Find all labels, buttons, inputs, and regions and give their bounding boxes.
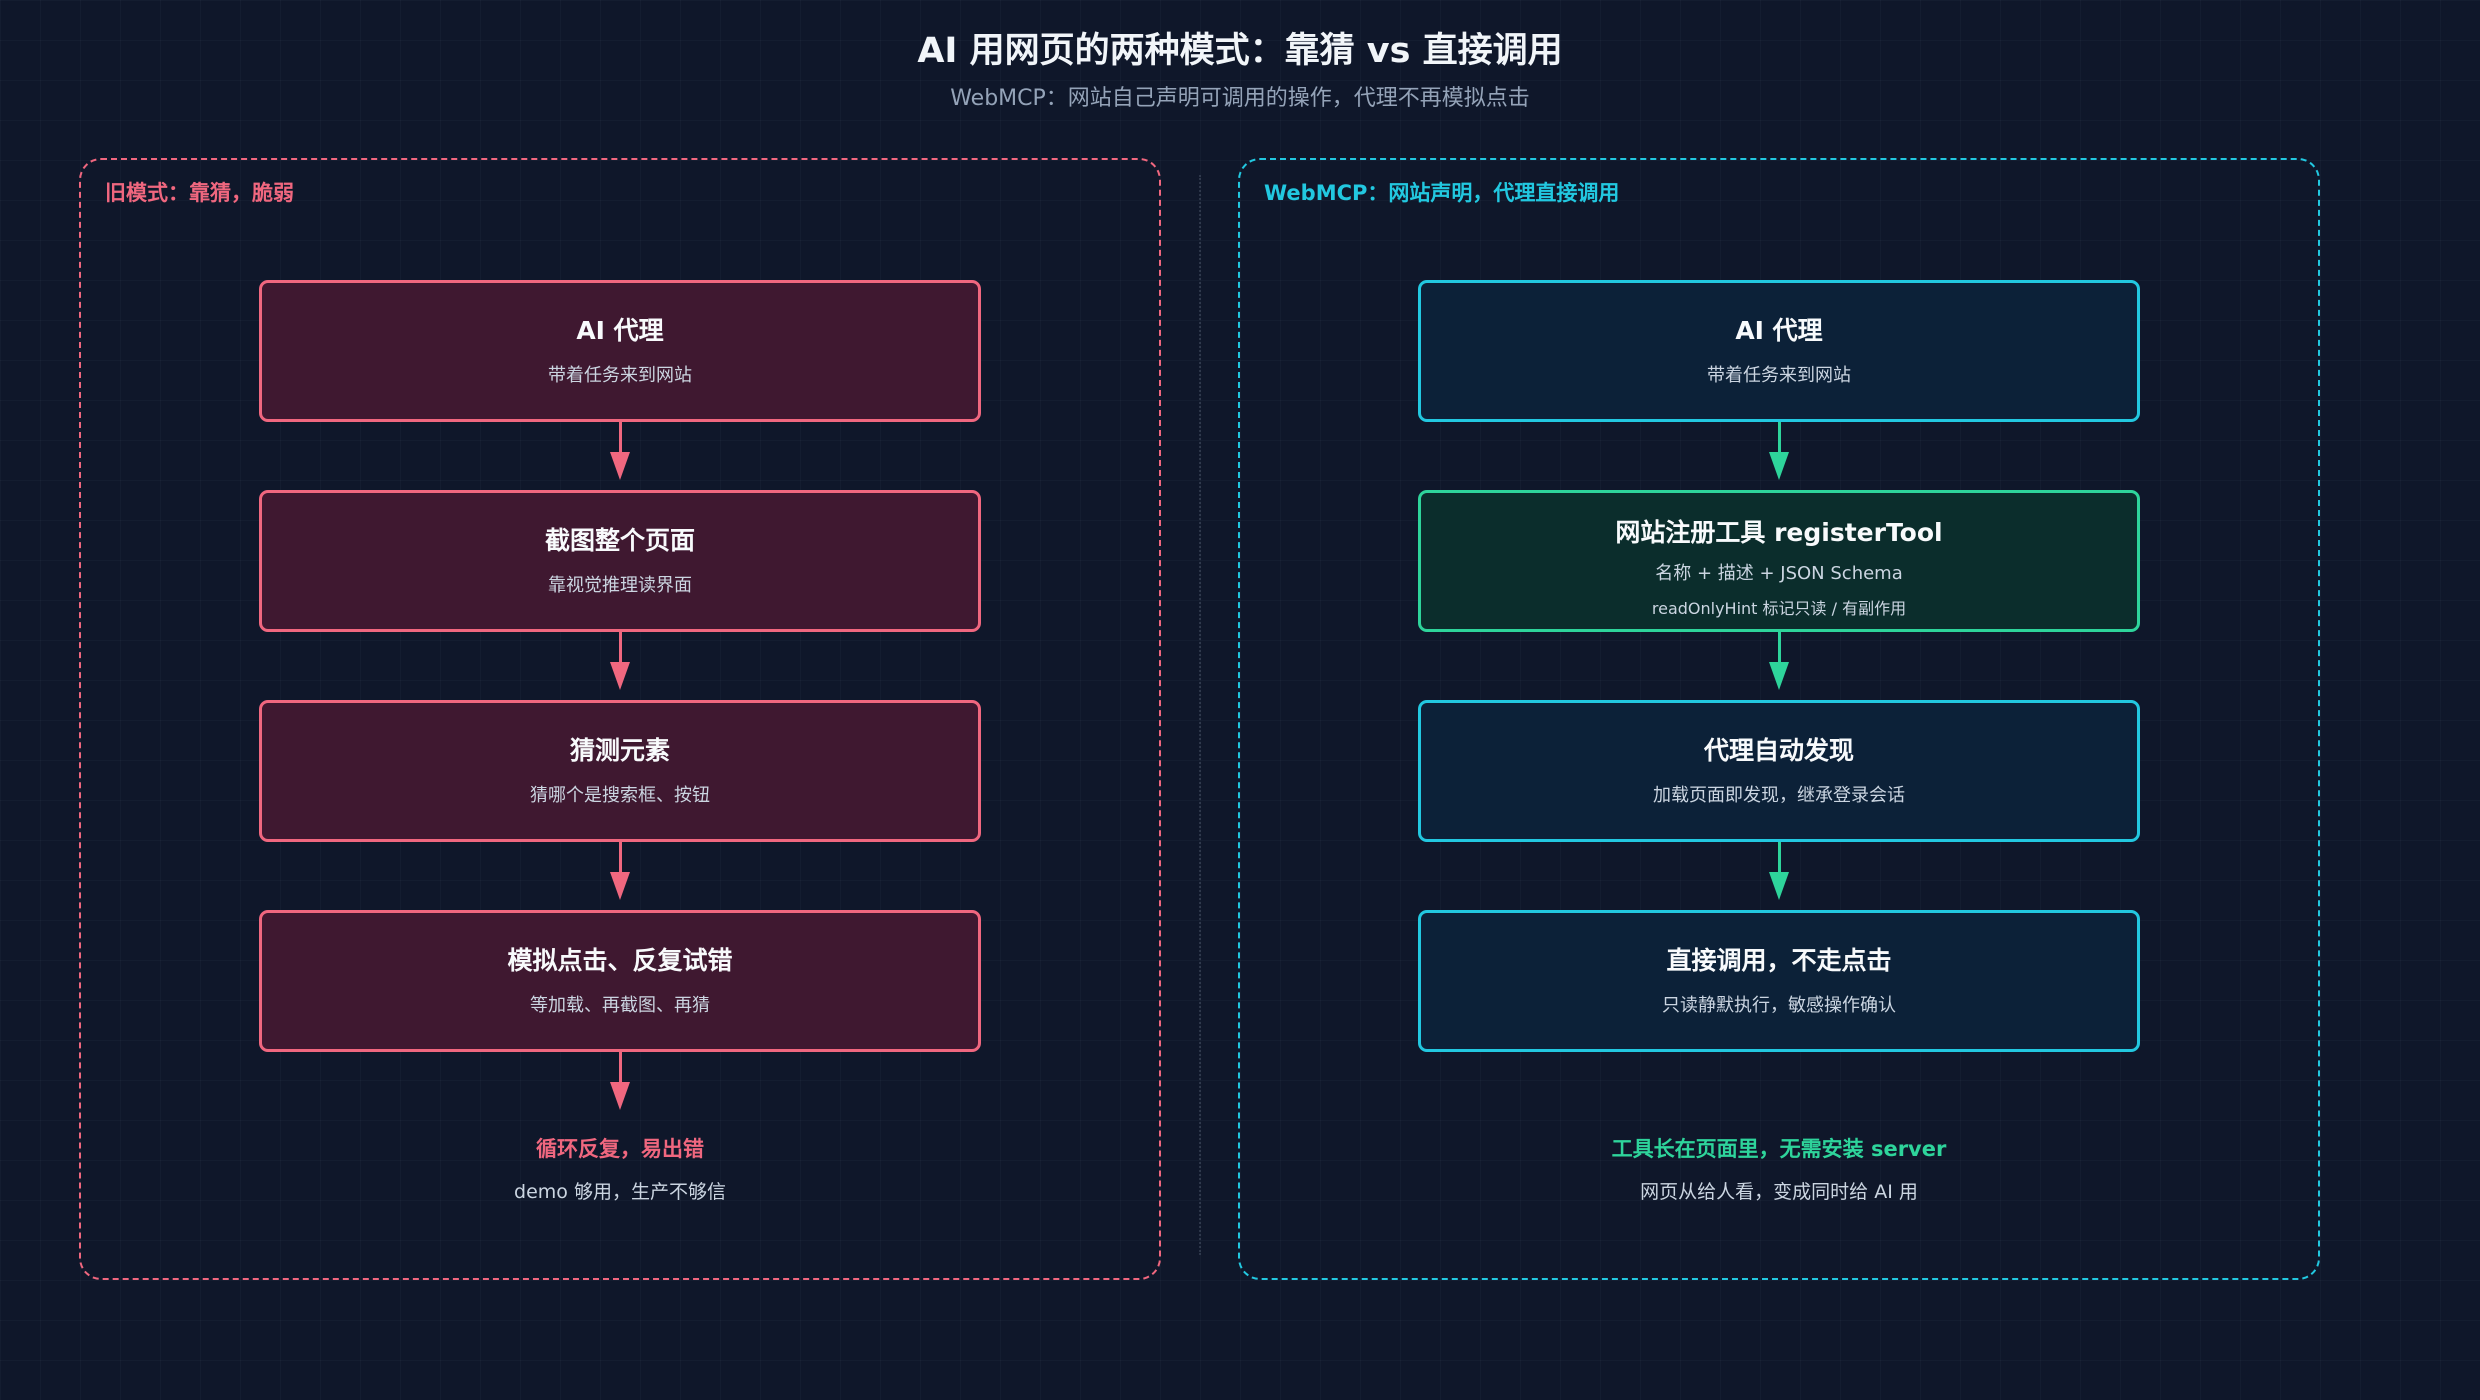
new-step-direct-call: 直接调用，不走点击 只读静默执行，敏感操作确认	[1418, 910, 2140, 1052]
new-step-ai-agent: AI 代理 带着任务来到网站	[1418, 280, 2140, 422]
old-step-title: 猜测元素	[569, 736, 670, 765]
new-step-sub: 加载页面即发现，继承登录会话	[1653, 785, 1905, 806]
new-step-sub-detail: readOnlyHint 标记只读 / 有副作用	[1651, 599, 1907, 618]
old-step-guess-elements: 猜测元素 猜哪个是搜索框、按钮	[259, 700, 981, 842]
old-mode-label: 旧模式：靠猜，脆弱	[105, 181, 294, 205]
old-step-sub: 等加载、再截图、再猜	[530, 995, 710, 1016]
old-step-sub: 猜哪个是搜索框、按钮	[530, 785, 710, 806]
old-step-title: AI 代理	[576, 316, 664, 345]
old-step-ai-agent: AI 代理 带着任务来到网站	[259, 280, 981, 422]
new-step-title: 网站注册工具 registerTool	[1615, 518, 1943, 547]
new-step-auto-discover: 代理自动发现 加载页面即发现，继承登录会话	[1418, 700, 2140, 842]
old-step-sub: 带着任务来到网站	[548, 365, 692, 386]
new-step-title: 直接调用，不走点击	[1666, 946, 1892, 975]
new-step-title: 代理自动发现	[1703, 736, 1854, 765]
new-step-sub: 带着任务来到网站	[1707, 365, 1851, 386]
old-step-title: 截图整个页面	[544, 526, 695, 555]
old-step-screenshot: 截图整个页面 靠视觉推理读界面	[259, 490, 981, 632]
old-step-sub: 靠视觉推理读界面	[548, 575, 692, 596]
old-step-title: 模拟点击、反复试错	[507, 946, 733, 975]
webmcp-panel: WebMCP：网站声明，代理直接调用 AI 代理 带着任务来到网站 网站注册工具…	[1238, 158, 2320, 1280]
old-mode-footer-title: 循环反复，易出错	[536, 1137, 704, 1161]
new-step-sub: 只读静默执行，敏感操作确认	[1662, 995, 1896, 1016]
page-title: AI 用网页的两种模式：靠猜 vs 直接调用	[917, 31, 1563, 71]
old-mode-panel: 旧模式：靠猜，脆弱 AI 代理 带着任务来到网站 截图整个页面 靠视觉推理读界面…	[79, 158, 1161, 1280]
webmcp-label: WebMCP：网站声明，代理直接调用	[1264, 181, 1620, 205]
page-subtitle: WebMCP：网站自己声明可调用的操作，代理不再模拟点击	[950, 86, 1530, 111]
old-step-simulate-click: 模拟点击、反复试错 等加载、再截图、再猜	[259, 910, 981, 1052]
new-step-sub: 名称 + 描述 + JSON Schema	[1655, 563, 1903, 584]
webmcp-footer-sub: 网页从给人看，变成同时给 AI 用	[1640, 1181, 1918, 1203]
center-divider	[1199, 175, 1201, 1255]
old-mode-footer-sub: demo 够用，生产不够信	[514, 1181, 726, 1203]
new-step-title: AI 代理	[1735, 316, 1823, 345]
new-step-register-tool: 网站注册工具 registerTool 名称 + 描述 + JSON Schem…	[1418, 490, 2140, 632]
webmcp-footer-title: 工具长在页面里，无需安装 server	[1611, 1137, 1947, 1161]
